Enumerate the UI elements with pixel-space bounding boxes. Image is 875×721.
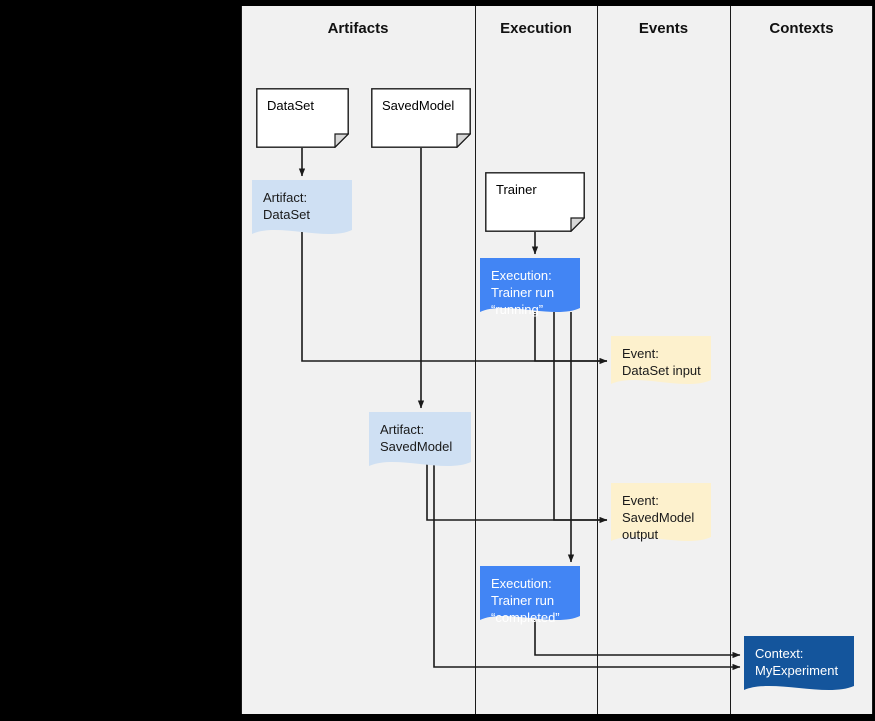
node-event-dataset-input-label: Event: DataSet input	[622, 346, 701, 378]
lane-divider-events-contexts	[730, 6, 731, 714]
lane-edge-left	[241, 6, 242, 714]
wavy-note-shape	[744, 636, 854, 690]
node-artifact-savedmodel[interactable]: Artifact: SavedModel	[369, 412, 471, 474]
folded-doc-shape	[371, 88, 472, 149]
lane-header-artifacts: Artifacts	[241, 6, 475, 52]
wavy-note-shape	[480, 566, 580, 620]
folded-doc-shape	[256, 88, 350, 149]
node-artifact-savedmodel-label: Artifact: SavedModel	[380, 422, 453, 454]
node-execution-completed[interactable]: Execution: Trainer run “completed”	[480, 566, 580, 628]
node-dataset-type-label: DataSet	[267, 98, 314, 113]
node-event-savedmodel-output[interactable]: Event: SavedModel output	[611, 483, 711, 549]
node-execution-running-label: Execution: Trainer run “running”	[491, 268, 555, 317]
node-savedmodel-type-label: SavedModel	[382, 98, 455, 113]
node-trainer-type[interactable]: Trainer	[485, 172, 586, 233]
node-event-dataset-input[interactable]: Event: DataSet input	[611, 336, 711, 392]
lane-header-events: Events	[597, 6, 730, 52]
edge-execution-running-to-event-output	[553, 312, 608, 524]
node-artifact-dataset[interactable]: Artifact: DataSet	[252, 180, 352, 242]
lane-edge-right	[872, 6, 873, 714]
node-artifact-dataset-label: Artifact: DataSet	[263, 190, 310, 222]
lane-header-events-label: Events	[638, 20, 689, 37]
wavy-note-shape	[252, 180, 352, 234]
wavy-note-shape	[611, 483, 711, 541]
node-trainer-type-label: Trainer	[496, 182, 537, 197]
lane-header-execution: Execution	[475, 6, 597, 52]
node-execution-running[interactable]: Execution: Trainer run “running”	[480, 258, 580, 320]
node-execution-completed-label: Execution: Trainer run “completed”	[491, 576, 560, 625]
node-event-savedmodel-output-label: Event: SavedModel output	[622, 493, 695, 542]
wavy-note-shape	[611, 336, 711, 384]
lane-header-contexts: Contexts	[730, 6, 873, 52]
folded-doc-shape	[485, 172, 586, 233]
lane-header-contexts-label: Contexts	[769, 20, 834, 37]
node-context-myexperiment[interactable]: Context: MyExperiment	[744, 636, 854, 698]
lane-header-artifacts-label: Artifacts	[327, 20, 389, 37]
node-dataset-type[interactable]: DataSet	[256, 88, 350, 149]
lane-divider-artifacts-execution	[475, 6, 476, 714]
lane-divider-execution-events	[597, 6, 598, 714]
wavy-note-shape	[369, 412, 471, 466]
lane-header-execution-label: Execution	[500, 20, 572, 37]
node-savedmodel-type[interactable]: SavedModel	[371, 88, 472, 149]
wavy-note-shape	[480, 258, 580, 312]
swimlane-board: Artifacts Execution Events Contexts	[241, 6, 873, 714]
node-context-myexperiment-label: Context: MyExperiment	[755, 646, 839, 678]
